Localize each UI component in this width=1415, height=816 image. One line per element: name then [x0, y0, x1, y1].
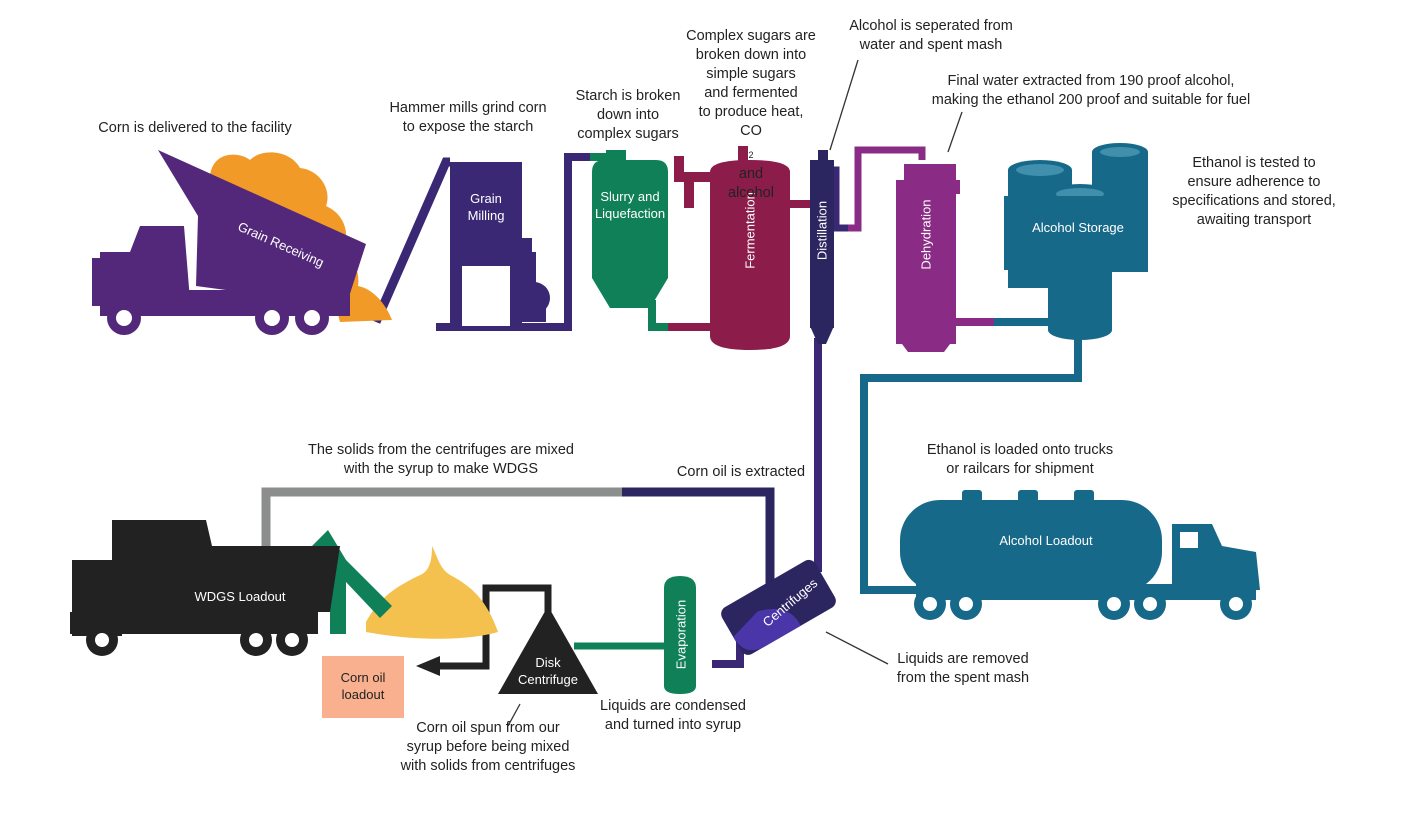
complex-sugars-annotation: Complex sugars are broken down into simp…: [686, 28, 816, 201]
grain-dump-bed: [158, 150, 366, 306]
solids-gray-pipe: [261, 487, 622, 548]
storage-to-loadout-pipe: [860, 338, 1082, 594]
alcohol-loadout-label: Alcohol Loadout: [999, 533, 1093, 548]
wdgs-truck: [70, 520, 340, 656]
distillation-to-dehydration-pipe: [832, 166, 848, 232]
disk-top-pipe: [440, 584, 552, 670]
grain-truck-cab: [100, 226, 190, 304]
pipes: [261, 146, 1082, 670]
leader-lines: [507, 59, 963, 727]
wdgs-dump-body: [112, 520, 340, 612]
grain-milling-unit: [450, 162, 550, 326]
grain-truck-bumper: [92, 258, 102, 306]
evaporation-label: Evaporation: [673, 599, 689, 670]
wdgs-loadout-label: WDGS Loadout: [194, 589, 286, 604]
corn-oil-extracted-annotation: Corn oil is extracted: [676, 464, 806, 480]
solids-mixed-annotation: The solids from the centrifuges are mixe…: [308, 442, 574, 477]
wdgs-pile: [366, 546, 498, 639]
corn-delivered-annotation: Corn is delivered to the facility: [98, 120, 292, 136]
distillation-column: [810, 150, 834, 344]
slurry-tank: [592, 150, 668, 308]
evaporation-tank: [664, 576, 696, 694]
grain-milling-housing: [450, 162, 522, 248]
dehydration-tank: [896, 164, 960, 352]
milling-bottom-pipe: [436, 153, 592, 331]
centrifuge-solids-pipe: [620, 487, 775, 590]
centrifuges-unit: [721, 559, 836, 655]
final-water-annotation: Final water extracted from 190 proof alc…: [931, 73, 1251, 108]
grain-conveyor: [371, 157, 451, 324]
alcohol-storage-tanks: [1004, 143, 1148, 340]
dehydration-label: Dehydration: [918, 199, 934, 270]
slurry-to-fermentation-pipe: [648, 300, 668, 331]
corn-oil-loadout-box: [322, 656, 404, 718]
corn-oil-arrow: [416, 656, 440, 676]
fermentation-tank: [674, 146, 790, 350]
alcohol-storage-label: Alcohol Storage: [1032, 220, 1124, 235]
grain-milling-window: [462, 266, 510, 326]
grain-receiving-truck: [92, 150, 392, 335]
alcohol-loadout-tanker: [900, 490, 1260, 620]
tanker-body: [900, 500, 1162, 592]
distillation-to-dehydration-pipe-2: [848, 146, 926, 232]
disk-centrifuge-cone: [498, 606, 598, 694]
